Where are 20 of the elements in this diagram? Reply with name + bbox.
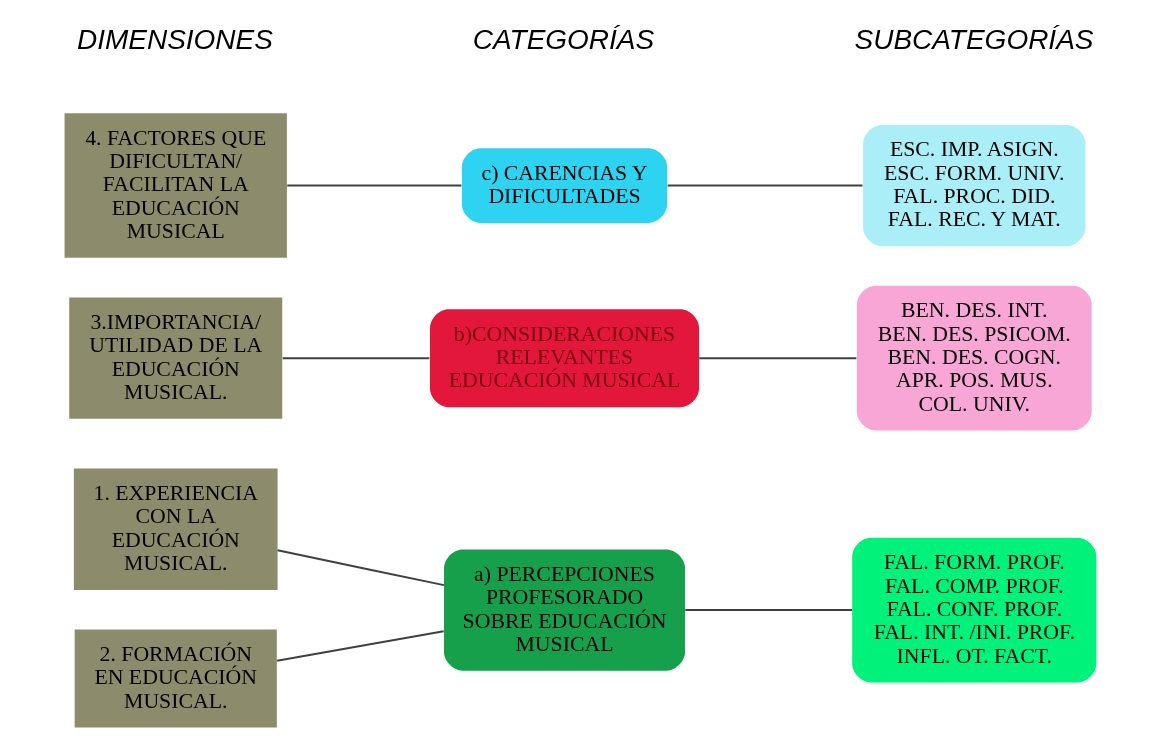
node-box: c) CARENCIAS Y DIFICULTADES — [461, 148, 668, 223]
label: DIMENSIONES — [76, 24, 273, 56]
connector — [667, 184, 863, 187]
node-box: BEN. DES. INT. BEN. DES. PSICOM. BEN. DES. COGN. APR. POS. MUS. COL. UNIV. — [856, 285, 1092, 431]
node-box: ESC. IMP. ASIGN. ESC. FORM. UNIV. FAL. PROC. DID. FAL. REC. Y MAT. — [863, 124, 1086, 247]
connector — [282, 357, 430, 360]
node-box: a) PERCEPCIONES PROFESORADO SOBRE EDUCACIÓN MUSICAL — [444, 549, 685, 671]
node-box: 1. EXPERIENCIA CON LA EDUCACIÓN MUSICAL. — [73, 468, 278, 590]
node-box: FAL. FORM. PROF. FAL. COMP. PROF. FAL. CONF. PROF. FAL. INT. /INI. PROF. INFL. OT. FACT. — [852, 537, 1097, 683]
label: CATEGORÍAS — [472, 24, 655, 56]
connector — [287, 184, 462, 187]
connector — [276, 630, 444, 662]
node-box: b)CONSIDERACIONES RELEVANTES EDUCACIÓN MUSICAL — [430, 309, 699, 408]
connector — [699, 357, 857, 360]
node-box: 2. FORMACIÓN EN EDUCACIÓN MUSICAL. — [74, 629, 277, 728]
connector — [685, 609, 853, 612]
label: SUBCATEGORÍAS — [854, 24, 1094, 56]
node-box: 4. FACTORES QUE DIFICULTAN/ FACILITAN LA EDUCACIÓN MUSICAL — [64, 113, 287, 258]
node-box: 3.IMPORTANCIA/ UTILIDAD DE LA EDUCACIÓN MUSICAL. — [69, 297, 283, 419]
connector — [277, 549, 445, 587]
